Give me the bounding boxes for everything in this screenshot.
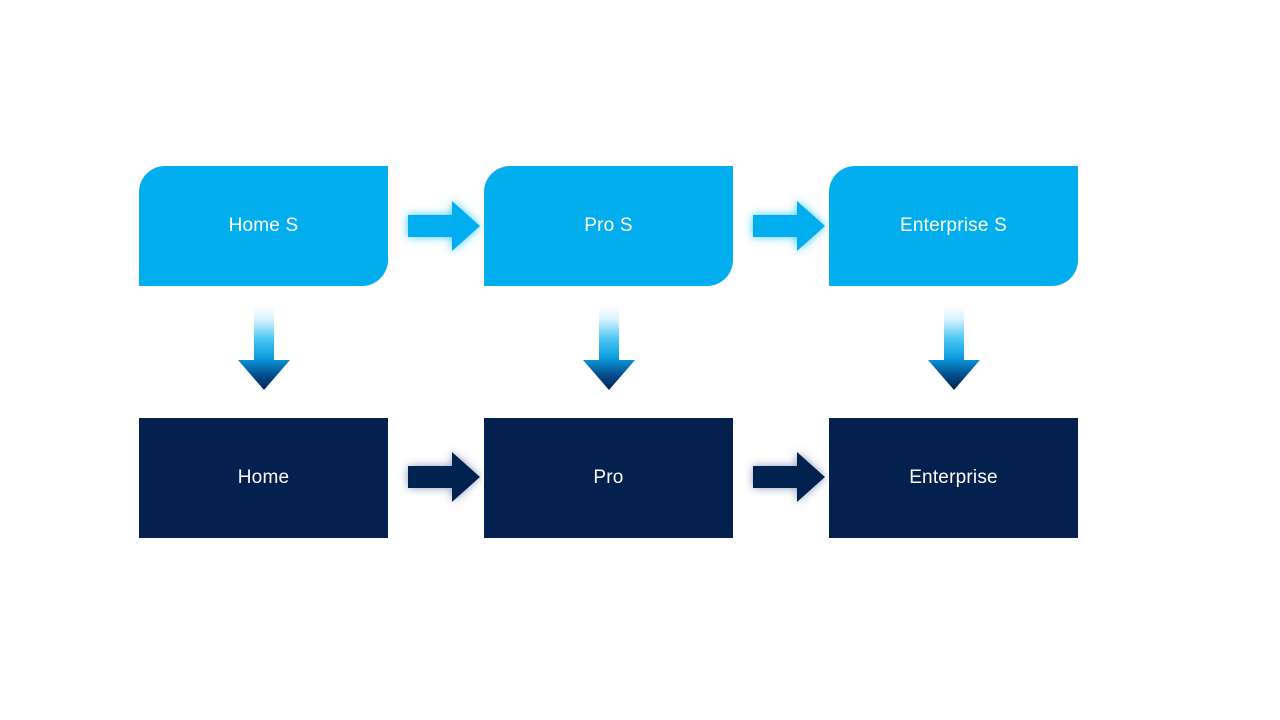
block-arrow-down-icon — [583, 306, 635, 390]
arrow-home-to-pro — [408, 449, 480, 505]
node-pro[interactable]: Pro — [484, 418, 733, 538]
arrow-enterprise-s-to-enterprise — [926, 306, 982, 390]
block-arrow-down-icon — [928, 306, 980, 390]
arrow-pro-s-to-pro — [581, 306, 637, 390]
arrow-home-s-to-home — [236, 306, 292, 390]
node-label: Pro S — [584, 214, 633, 236]
node-label: Enterprise — [909, 466, 998, 488]
node-label: Home — [237, 466, 290, 488]
node-pro-s[interactable]: Pro S — [484, 166, 733, 286]
node-enterprise-s[interactable]: Enterprise S — [829, 166, 1078, 286]
arrow-pro-to-enterprise — [753, 449, 825, 505]
node-enterprise[interactable]: Enterprise — [829, 418, 1078, 538]
block-arrow-right-icon — [753, 201, 825, 251]
node-label: Pro — [593, 466, 624, 488]
node-label: Enterprise S — [900, 214, 1007, 236]
block-arrow-right-icon — [753, 452, 825, 502]
block-arrow-down-icon — [238, 306, 290, 390]
block-arrow-right-icon — [408, 201, 480, 251]
arrow-pro-s-to-enterprise-s — [753, 198, 825, 254]
node-home[interactable]: Home — [139, 418, 388, 538]
block-arrow-right-icon — [408, 452, 480, 502]
node-label: Home S — [228, 214, 299, 236]
node-home-s[interactable]: Home S — [139, 166, 388, 286]
arrow-home-s-to-pro-s — [408, 198, 480, 254]
